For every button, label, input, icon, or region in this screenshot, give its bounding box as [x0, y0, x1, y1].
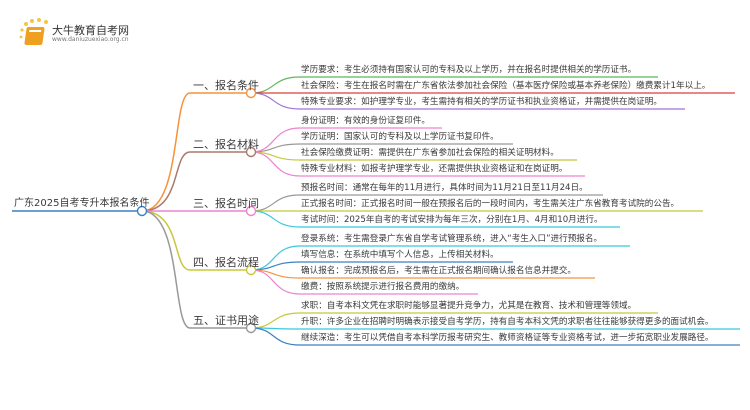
leaf-connector	[250, 92, 685, 110]
branch-toggle-circle[interactable]	[245, 322, 257, 334]
branch-toggle-circle[interactable]	[245, 264, 257, 276]
book-logo-icon	[19, 18, 48, 45]
leaf-text: 学历证明：国家认可的专科及以上学历证书复印件。	[301, 132, 499, 142]
leaf-text: 确认报名：完成预报名后，考生需在正式报名期间确认报名信息并提交。	[301, 266, 577, 276]
branch-connector	[141, 92, 251, 212]
branch-connector	[141, 210, 251, 271]
leaf-text: 身份证明：有效的身份证复印件。	[301, 116, 430, 126]
logo-title: 大牛教育自考网	[52, 24, 129, 37]
leaf-text: 考试时间：2025年自考的考试安排为每年三次，分别在1月、4月和10月进行。	[301, 215, 603, 225]
leaf-text: 缴费：按照系统提示进行报名费用的缴纳。	[301, 282, 465, 292]
leaf-text: 正式报名时间：正式报名时间一般在预报名后的一段时间内，考生需关注广东省教育考试院…	[301, 199, 680, 209]
root-toggle-circle[interactable]	[136, 205, 148, 217]
logo-url: www.daniuzuexiao.org.cn	[52, 36, 129, 43]
leaf-text: 升职：许多企业在招聘时明确表示接受自考学历，持有自考本科文凭的求职者往往能够获得…	[301, 317, 714, 327]
leaf-text: 填写信息：在系统中填写个人信息，上传相关材料。	[301, 250, 499, 260]
branch-toggle-circle[interactable]	[245, 146, 257, 158]
leaf-connector	[250, 151, 585, 177]
leaf-connector	[250, 210, 620, 228]
branch-toggle-circle[interactable]	[245, 87, 257, 99]
leaf-text: 社会保险缴费证明：需提供在广东省参加社会保险的相关证明材料。	[301, 148, 559, 158]
branch-label: 三、报名时间	[193, 197, 259, 210]
leaf-text: 继续深造：考生可以凭借自考本科学历报考研究生、教师资格证等专业资格考试，进一步拓…	[301, 333, 714, 343]
branch-label: 五、证书用途	[193, 314, 259, 327]
branch-label: 一、报名条件	[193, 79, 259, 92]
leaf-text: 特殊专业要求：如护理学专业，考生需持有相关的学历证书和执业资格证，并需提供在岗证…	[301, 97, 662, 107]
branch-connector	[141, 151, 251, 212]
branch-connector	[141, 210, 251, 329]
leaf-text: 特殊专业材料：如报考护理学专业，还需提供执业资格证和在岗证明。	[301, 164, 568, 174]
leaf-text: 求职：自考本科文凭在求职时能够显著提升竞争力，尤其是在教育、技术和管理等领域。	[301, 301, 637, 311]
leaf-connector	[250, 327, 740, 330]
branch-toggle-circle[interactable]	[245, 205, 257, 217]
leaf-connector	[250, 269, 478, 295]
leaf-text: 登录系统：考生需登录广东省自学考试管理系统，进入“考生入口”进行预报名。	[301, 234, 603, 244]
leaf-text: 社会保险：考生在报名时需在广东省依法参加社会保险（基本医疗保险或基本养老保险）缴…	[301, 81, 711, 91]
leaf-connector	[250, 327, 740, 346]
root-node-label: 广东2025自考专升本报名条件	[14, 198, 150, 209]
branch-label: 二、报名材料	[193, 138, 259, 151]
leaf-text: 预报名时间：通常在每年的11月进行，具体时间为11月21日至11月24日。	[301, 183, 588, 193]
branch-label: 四、报名流程	[193, 256, 259, 269]
leaf-text: 学历要求：考生必须持有国家认可的专科及以上学历，并在报名时提供相关的学历证书。	[301, 65, 637, 75]
